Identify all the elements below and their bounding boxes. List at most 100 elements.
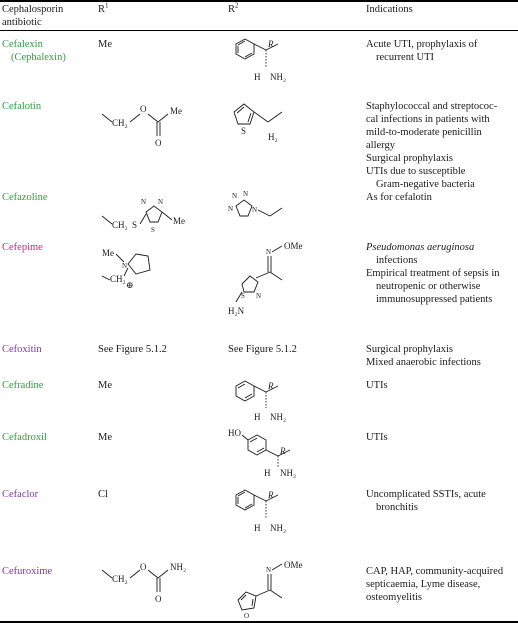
drug-cefradine: Cefradine [2,380,44,391]
indication-line: UTIs [366,380,388,391]
header-r1-text: R [98,4,106,15]
r1-cefalexin: Me [98,39,112,50]
hydrogen-label: H [254,72,261,82]
nitrogen-label: N [232,192,237,200]
indications-cefadroxil: UTIs [366,431,388,444]
methyl-label: Me [170,106,182,116]
nitrogen-label: N [158,198,163,206]
header-r2-sup: 2 [235,1,239,10]
indications-cefepime: Pseudomonas aeruginosa infections Empiri… [366,241,500,306]
r2-structure-cefadroxil: HO R H NH₂ [228,428,296,478]
hydrogen-label: H [264,468,271,478]
drug-alt-name: (Cephalexin) [11,52,66,63]
indication-line: Gram-negative bacteria [376,179,475,190]
indication-line: Surgical prophylaxis [366,344,454,355]
header-antibiotic: Cephalosporin antibiotic [2,3,63,29]
nitrogen-label: N [266,566,271,574]
r1-structure-cefepime: Me N CH₂ ⊕ [101,248,151,290]
ring-sulfur-label: S [151,226,155,234]
r2-structure-cefazoline: N N N N [228,190,283,217]
nitrogen-label: N [266,248,271,256]
nitrogen-label: N [252,206,257,214]
drug-cefuroxime: Cefuroxime [2,566,53,577]
bottom-rule [0,621,518,623]
hydroxyl-label: HO [228,428,241,438]
r1-structure-cefuroxime: CH₂ O NH₂ O [101,562,186,604]
indication-line: recurrent UTI [376,52,435,63]
r2-structure-cefradine: R H NH₂ [235,380,286,422]
r1-cefoxitin: See Figure 5.1.2 [98,344,167,355]
methoxy-label: OMe [284,560,303,570]
indications-cefalotin: Staphylococcal and streptococ- cal infec… [366,100,497,191]
stereo-label: R [267,490,274,500]
drug-cefalotin: Cefalotin [2,101,42,112]
carbonyl-oxygen-label: O [155,594,162,604]
r1-cefradine: Me [98,380,112,391]
methyl-label: Me [102,248,114,258]
indication-line: Surgical prophylaxis [366,153,454,164]
drug-cefalexin: Cefalexin (Cephalexin) [2,38,66,64]
amine-label: NH₂ [280,468,296,478]
top-rule [0,0,518,2]
methoxy-label: OMe [284,241,303,251]
indication-line: mild-to-moderate penicillin [366,127,482,138]
header-r1-sup: 1 [105,1,109,10]
drug-cefazoline: Cefazoline [2,192,48,203]
indications-cefalexin: Acute UTI, prophylaxis of recurrent UTI [366,38,477,64]
indication-line: CAP, HAP, community-acquired [366,566,504,577]
indication-line: cal infections in patients with [366,114,490,125]
amine-label: H₂N [228,306,245,316]
header-r1: R1 [98,1,109,16]
ch2-label: CH₂ [110,274,126,284]
header-rule [0,30,518,31]
stereo-label: R [279,446,286,456]
r2-structure-cefuroxime: N OMe O [237,560,303,620]
drug-name: Cefalexin [2,39,43,50]
indication-line: neutropenic or otherwise [376,281,481,292]
h2-label: H₂ [268,132,278,142]
amine-label: NH₂ [270,523,286,533]
hydrogen-label: H [254,523,261,533]
indication-line: Pseudomonas aeruginosa [366,242,475,253]
nitrogen-label: N [228,205,233,213]
r1-structure-cefazoline: CH₂ S N N S Me [101,198,185,234]
r2-structure-cefalexin: R H NH₂ [235,38,286,82]
indication-line: septicaemia, Lyme disease, [366,579,481,590]
stereo-label: R [267,39,274,49]
stereo-label: R [267,381,274,391]
r1-cefadroxil: Me [98,432,112,443]
indication-line: infections [376,255,418,266]
header-antibiotic-line2: antibiotic [2,17,42,28]
r2-structure-cefepime: N OMe S N H₂N [228,241,303,316]
indication-line: allergy [366,140,395,151]
drug-cefoxitin: Cefoxitin [2,344,42,355]
drug-cefadroxil: Cefadroxil [2,432,47,443]
oxygen-label: O [140,104,147,114]
sulfur-label: S [241,292,245,300]
indications-cefuroxime: CAP, HAP, community-acquired septicaemia… [366,565,503,604]
sulfur-label: S [132,220,137,230]
r2-structure-cefalotin: S H₂ [233,103,283,142]
hydrogen-label: H [254,412,261,422]
amine-label: NH₂ [270,72,286,82]
header-r2: R2 [228,1,239,16]
nitrogen-label: N [141,198,146,206]
indication-line: Mixed anaerobic infections [366,357,481,368]
methyl-label: Me [173,216,185,226]
ch2-label: CH₂ [112,220,128,230]
carbonyl-oxygen-label: O [155,138,162,148]
ch2-label: CH₂ [112,574,128,584]
indication-line: immunosuppressed patients [376,294,493,305]
indications-cefoxitin: Surgical prophylaxis Mixed anaerobic inf… [366,343,481,369]
indications-cefaclor: Uncomplicated SSTIs, acute bronchitis [366,488,486,514]
indication-line: bronchitis [376,502,418,513]
r1-cefaclor: Cl [98,489,108,500]
r2-cefoxitin: See Figure 5.1.2 [228,344,297,355]
header-indications: Indications [366,4,413,15]
header-r2-text: R [228,4,236,15]
nitrogen-label: N [122,262,127,270]
indications-cefradine: UTIs [366,379,388,392]
furan-oxygen-label: O [244,612,249,620]
nitrogen-label: N [256,292,261,300]
